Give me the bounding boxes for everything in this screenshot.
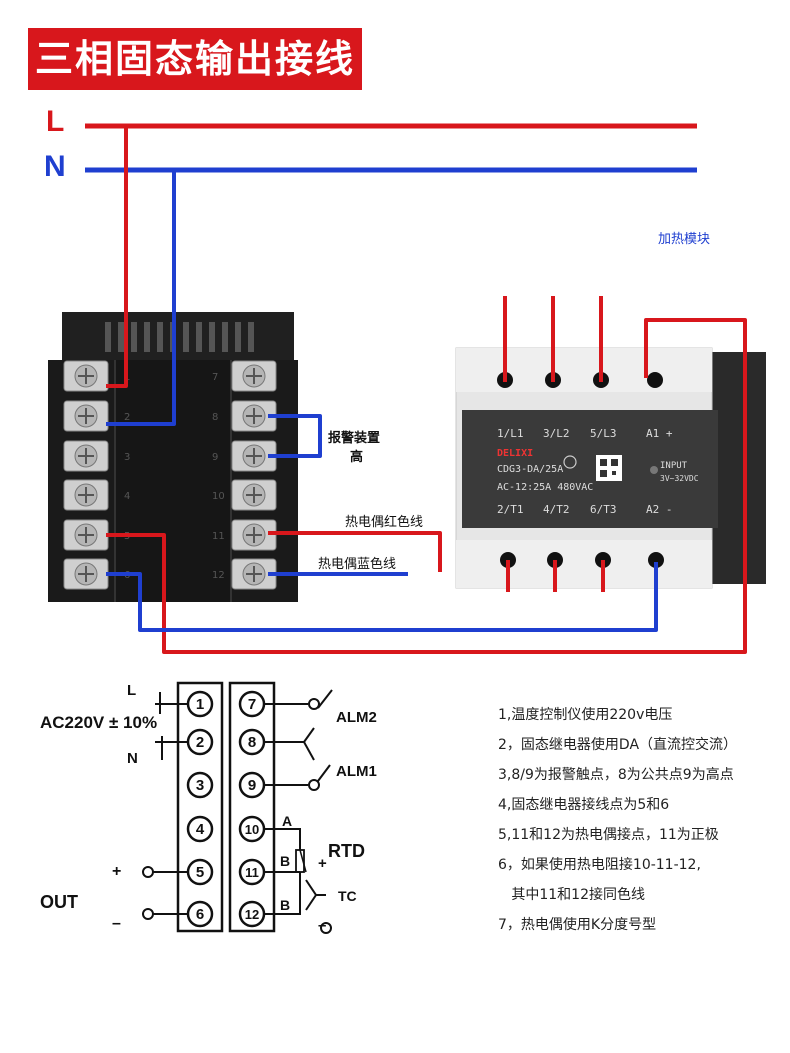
- bus-label-n: N: [44, 150, 66, 183]
- schematic-terminal: [238, 690, 266, 718]
- schematic-terminal: [186, 900, 214, 928]
- ssr-rating: AC-12:25A 480VAC: [497, 482, 593, 493]
- schematic-terminal: [238, 858, 266, 886]
- schematic-terminal-number: 11: [245, 865, 259, 880]
- schematic-terminal-number: 9: [248, 777, 256, 794]
- note-line: 其中11和12接同色线: [498, 887, 645, 903]
- ssr-terminal-label: 2/T1: [497, 503, 524, 516]
- terminal-number: 11: [212, 531, 225, 542]
- schematic-terminal-number: 12: [245, 907, 259, 922]
- out-plus-sign: +: [112, 863, 121, 880]
- qr-code-icon: [596, 455, 622, 481]
- ssr-input-label: INPUT: [660, 461, 688, 471]
- rtd-b-label-2: B: [280, 897, 290, 913]
- screw-terminal: [63, 558, 109, 590]
- schematic-terminal-number: 8: [248, 734, 256, 751]
- schematic-terminal: [238, 815, 266, 843]
- ssr-terminal-label: 6/T3: [590, 503, 617, 516]
- bus-label-l: L: [46, 105, 65, 138]
- screw-terminal: [231, 519, 277, 551]
- schematic-terminal-number: 6: [196, 906, 204, 923]
- terminal-number: 2: [124, 412, 130, 423]
- terminal-schematic: [142, 681, 333, 934]
- screw-terminal: [63, 479, 109, 511]
- ssr-terminal-hole: [648, 552, 664, 568]
- terminal-number: 7: [212, 372, 218, 383]
- screw-terminal: [63, 360, 109, 392]
- screw-terminal: [63, 400, 109, 432]
- screw-terminal: [231, 479, 277, 511]
- terminal-number: 9: [212, 452, 218, 463]
- tc-minus-sign: –: [318, 917, 326, 934]
- schematic-terminal: [238, 728, 266, 756]
- alarm-device-label: 报警装置: [328, 430, 380, 446]
- tc-blue-label: 热电偶蓝色线: [318, 556, 396, 572]
- terminal-number: 10: [212, 491, 225, 502]
- screw-terminal: [231, 440, 277, 472]
- terminal-number: 3: [124, 452, 130, 463]
- schematic-terminal: [186, 728, 214, 756]
- schematic-terminal: [186, 690, 214, 718]
- schematic-terminal-number: 4: [196, 821, 205, 838]
- tc-plus-sign: +: [318, 855, 327, 872]
- indicator-led-icon: [650, 466, 658, 474]
- schematic-terminal-number: 7: [248, 696, 256, 713]
- screw-terminal: [231, 360, 277, 392]
- schematic-terminal-number: 10: [245, 822, 259, 837]
- ssr-terminal-label: 1/L1: [497, 427, 524, 440]
- out-minus-sign: –: [112, 915, 121, 932]
- note-line: 4,固态继电器接线点为5和6: [498, 797, 670, 813]
- schematic-n-label: N: [127, 750, 138, 767]
- note-line: 2，固态继电器使用DA（直流控交流）: [498, 737, 738, 753]
- alm2-label: ALM2: [336, 709, 377, 726]
- ssr-terminal-label: 5/L3: [590, 427, 617, 440]
- heating-module-label: 加热模块: [658, 232, 710, 247]
- tc-label: TC: [338, 888, 357, 904]
- schematic-terminal-number: 3: [196, 777, 204, 794]
- ccc-mark-icon: [563, 455, 577, 469]
- rtd-b-label: B: [280, 853, 290, 869]
- ssr-brand: DELIXI: [497, 448, 533, 459]
- note-line: 3,8/9为报警触点，8为公共点9为高点: [498, 767, 734, 783]
- screw-terminal: [231, 400, 277, 432]
- ssr-terminal-label: 3/L2: [543, 427, 570, 440]
- schematic-terminal: [238, 771, 266, 799]
- ssr-model: CDG3-DA/25A: [497, 464, 563, 475]
- terminal-number: 8: [212, 412, 218, 423]
- screw-terminal: [63, 519, 109, 551]
- tc-red-label: 热电偶红色线: [345, 514, 423, 530]
- ssr-input-range: 3V~32VDC: [660, 474, 699, 483]
- ssr-terminal-hole: [647, 372, 663, 388]
- schematic-terminal-number: 1: [196, 696, 204, 713]
- schematic-terminal-number: 5: [196, 864, 204, 881]
- out-label: OUT: [40, 892, 78, 912]
- schematic-terminal: [238, 900, 266, 928]
- note-line: 7，热电偶使用K分度号型: [498, 917, 657, 933]
- schematic-terminal: [186, 858, 214, 886]
- rtd-label: RTD: [328, 841, 365, 861]
- schematic-terminal-number: 2: [196, 734, 204, 751]
- terminal-number: 4: [124, 491, 130, 502]
- schematic-terminal: [186, 815, 214, 843]
- supply-voltage-label: AC220V ± 10%: [40, 713, 157, 732]
- ssr-terminal-label: A1 +: [646, 427, 673, 440]
- note-line: 5,11和12为热电偶接点，11为正极: [498, 827, 719, 843]
- alm1-label: ALM1: [336, 763, 377, 780]
- schematic-terminal: [186, 771, 214, 799]
- note-line: 6，如果使用热电阻接10-11-12,: [498, 857, 701, 873]
- note-line: 1,温度控制仪使用220v电压: [498, 707, 673, 723]
- page-title: 三相固态输出接线: [28, 28, 362, 90]
- screw-terminal: [63, 440, 109, 472]
- screw-terminal: [231, 558, 277, 590]
- alarm-device-label-high: 高: [350, 449, 363, 465]
- ssr-terminal-label: A2 -: [646, 503, 673, 516]
- terminal-number: 12: [212, 570, 225, 581]
- schematic-l-label: L: [127, 682, 136, 699]
- rtd-a-label: A: [282, 813, 292, 829]
- ssr-terminal-label: 4/T2: [543, 503, 570, 516]
